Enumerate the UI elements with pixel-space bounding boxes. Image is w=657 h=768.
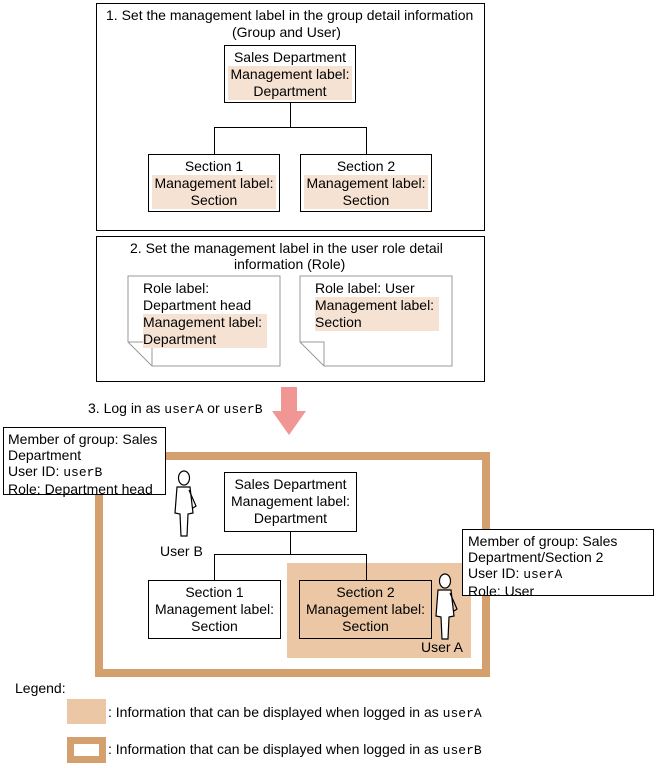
- mgmt-label: Management label:: [315, 297, 435, 313]
- bottom-sales-node: Sales Department Management label: Depar…: [224, 472, 357, 532]
- user-b-label: User B: [160, 543, 203, 559]
- legend-swatch-userA: [67, 699, 106, 724]
- step2-title-line2: information (Role): [234, 256, 346, 272]
- connector: [290, 532, 291, 554]
- user-a-person-icon: [435, 573, 458, 640]
- role-line: Role: User: [468, 583, 535, 599]
- connector: [214, 554, 215, 580]
- mgmt-value: Department: [253, 510, 328, 526]
- userA-info-box: Member of group: Sales Department/Sectio…: [462, 529, 654, 599]
- role-label: Role label:: [143, 280, 210, 296]
- bottom-section2-node: Section 2 Management label: Section: [299, 580, 432, 639]
- mgmt-label: Management label:: [154, 601, 275, 617]
- arrow-down-icon: [272, 387, 306, 435]
- user-b-id: userB: [223, 402, 263, 417]
- node-name: Sales Department: [233, 49, 347, 65]
- mgmt-value: Department: [253, 83, 327, 99]
- role-document-2-fold: [300, 341, 325, 366]
- step1-section2-node: Section 2 Management label: Section: [300, 154, 432, 212]
- legend-title: Legend:: [15, 680, 66, 696]
- group-line2: Department: [8, 447, 82, 463]
- connector: [214, 127, 215, 154]
- doc2-text: Role label: User Management label: Secti…: [315, 280, 439, 331]
- mgmt-value: Section: [342, 192, 390, 208]
- step1-sales-node: Sales Department Management label: Depar…: [224, 45, 356, 103]
- userid-label: User ID:: [468, 565, 524, 581]
- mgmt-value: Department: [143, 331, 217, 347]
- mgmt-value: Section: [191, 618, 238, 634]
- legend-item-userB: : Information that can be displayed when…: [108, 741, 482, 758]
- doc1-text: Role label: Department head Management l…: [143, 280, 267, 348]
- node-name: Sales Department: [234, 476, 347, 492]
- mgmt-value: Section: [342, 618, 389, 634]
- mgmt-value: Section: [315, 314, 362, 330]
- legend-swatch-userB: [67, 737, 106, 763]
- user-b-person-icon: [174, 470, 197, 537]
- connector: [214, 554, 367, 555]
- role-label: Role label: User: [315, 280, 415, 296]
- step1-title-line1: 1. Set the management label in the group…: [106, 7, 474, 23]
- userid-value: userA: [523, 567, 563, 582]
- node-name: Section 1: [184, 158, 244, 174]
- userid-value: userB: [63, 465, 103, 480]
- connector: [214, 127, 367, 128]
- group-line1: Member of group: Sales: [8, 431, 158, 447]
- step2-title-line1: 2. Set the management label in the user …: [130, 240, 443, 256]
- group-line1: Member of group: Sales: [468, 533, 618, 549]
- user-a-label: User A: [421, 639, 464, 655]
- role-line: Role: Department head: [8, 481, 153, 497]
- connector: [366, 554, 367, 580]
- mgmt-label: Management label:: [143, 314, 263, 330]
- mgmt-label: Management label:: [230, 66, 350, 82]
- userid-label: User ID:: [8, 463, 64, 479]
- user-a-id: userA: [164, 402, 204, 417]
- step3-label: 3. Log in as userA or userB: [88, 400, 263, 417]
- node-name: Section 2: [336, 158, 396, 174]
- role-value: Department head: [143, 297, 252, 313]
- connector: [290, 103, 291, 127]
- step1-title-line2: (Group and User): [232, 24, 341, 40]
- node-name: Section 1: [185, 584, 244, 600]
- mgmt-label: Management label:: [306, 175, 426, 191]
- legend-item-userA: : Information that can be displayed when…: [108, 704, 482, 721]
- bottom-section1-node: Section 1 Management label: Section: [148, 580, 281, 639]
- group-line2: Department/Section 2: [468, 549, 604, 565]
- mgmt-label: Management label:: [305, 601, 426, 617]
- mgmt-label: Management label:: [230, 493, 351, 509]
- userB-info-box: Member of group: Sales Department User I…: [3, 427, 166, 497]
- connector: [366, 127, 367, 154]
- mgmt-label: Management label:: [154, 175, 274, 191]
- node-name: Section 2: [336, 584, 395, 600]
- mgmt-value: Section: [190, 192, 238, 208]
- step1-section1-node: Section 1 Management label: Section: [148, 154, 280, 212]
